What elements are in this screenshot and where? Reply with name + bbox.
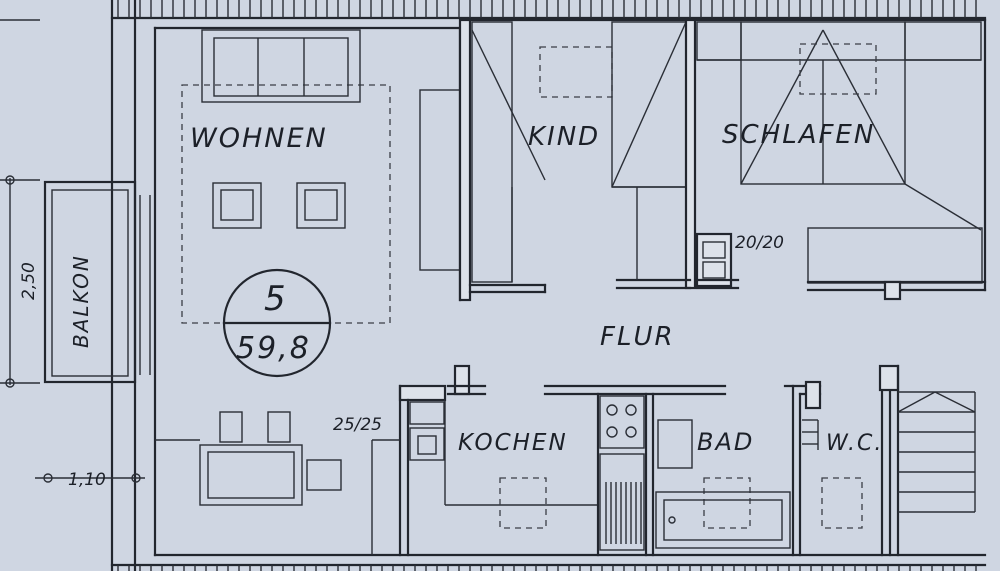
dimension-balkon-height: 2,50 bbox=[19, 262, 39, 300]
bottom-wall-hatch bbox=[110, 563, 987, 571]
room-label-wohnen: WOHNEN bbox=[190, 123, 328, 154]
dimension-shaft-schlafen: 20/20 bbox=[735, 233, 784, 253]
room-label-schlafen: SCHLAFEN bbox=[722, 120, 875, 150]
unit-number: 5 bbox=[264, 279, 288, 319]
wc-room bbox=[802, 364, 900, 557]
room-label-balkon: BALKON bbox=[69, 254, 93, 348]
room-label-kochen: KOCHEN bbox=[458, 430, 568, 456]
unit-area: 59,8 bbox=[236, 331, 311, 366]
dimension-balkon-width: 1,10 bbox=[68, 470, 106, 490]
wardrobe bbox=[419, 26, 462, 302]
dimension-lines bbox=[0, 19, 145, 483]
room-label-bad: BAD bbox=[697, 428, 754, 456]
room-label-kind: KIND bbox=[528, 122, 600, 152]
staircase bbox=[896, 364, 976, 557]
kind-room bbox=[458, 18, 697, 302]
room-label-flur: FLUR bbox=[600, 322, 675, 352]
bad-room bbox=[655, 384, 822, 557]
unit-badge bbox=[222, 268, 332, 378]
room-label-wc: W.C. bbox=[826, 431, 883, 456]
balcony bbox=[43, 180, 137, 384]
dimension-shaft-kochen: 25/25 bbox=[333, 415, 382, 435]
schlafen-room bbox=[693, 18, 987, 301]
top-wall-hatch bbox=[110, 0, 987, 20]
kochen-room bbox=[371, 364, 727, 557]
